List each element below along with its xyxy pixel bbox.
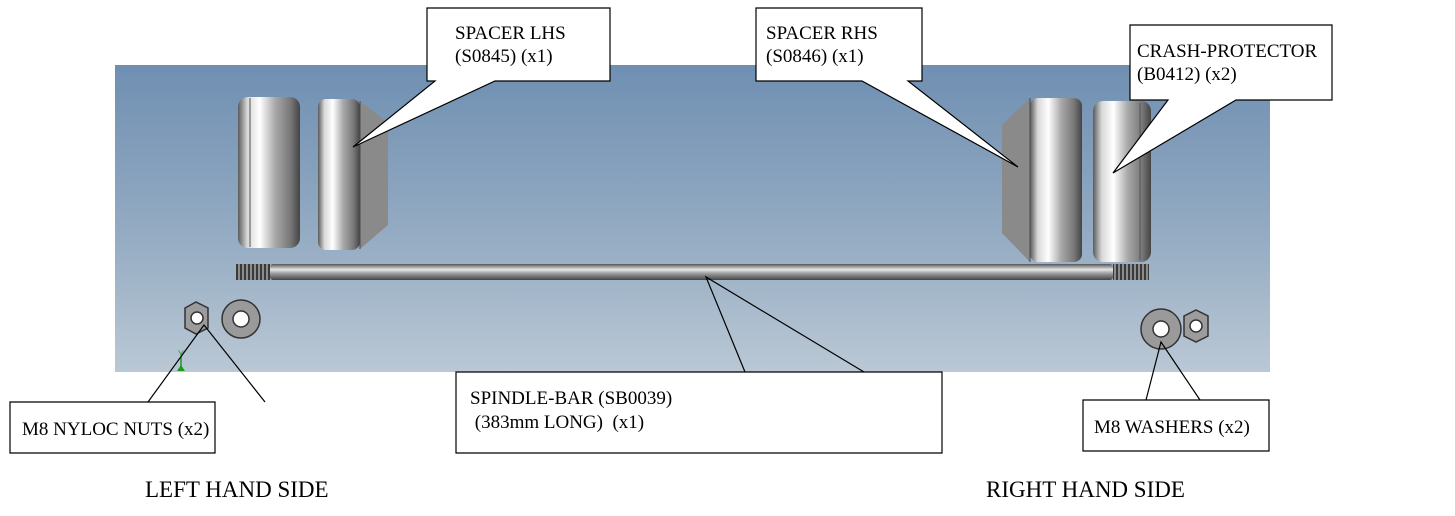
callout-spacer-lhs-line2: (S0845) (x1) bbox=[455, 46, 553, 67]
axis-y-label: Y bbox=[178, 349, 184, 359]
axis-indicator: Y bbox=[177, 349, 185, 371]
callout-spindle-bar-box bbox=[455, 371, 943, 454]
callout-spacer-rhs-box bbox=[755, 7, 1019, 168]
spacer-rhs bbox=[1002, 98, 1082, 262]
callout-nyloc-nuts-box bbox=[9, 401, 216, 454]
callout-nyloc-nuts-text: M8 NYLOC NUTS (x2) bbox=[22, 419, 210, 440]
right-hand-side-label: RIGHT HAND SIDE bbox=[986, 477, 1185, 502]
callout-crash-protector-box bbox=[1112, 24, 1333, 174]
callout-crash-protector-line2: (B0412) (x2) bbox=[1137, 64, 1237, 85]
right-washer bbox=[1140, 308, 1182, 350]
pointer-spindle-bar bbox=[704, 275, 865, 373]
callout-spacer-lhs-box bbox=[352, 7, 611, 148]
left-washer bbox=[221, 299, 261, 339]
callout-washers-box bbox=[1082, 399, 1270, 452]
spacer-lhs bbox=[318, 99, 388, 250]
callout-spacer-rhs-line1: SPACER RHS bbox=[766, 23, 878, 44]
left-spacer-outer bbox=[238, 97, 300, 248]
crash-protector-right bbox=[1093, 101, 1151, 262]
callout-spacer-lhs-line1: SPACER LHS bbox=[455, 23, 566, 44]
left-nyloc-nut bbox=[184, 301, 209, 335]
pointer-nyloc-nuts bbox=[147, 324, 266, 403]
spindle-bar bbox=[236, 264, 1149, 280]
pointer-washers bbox=[1145, 340, 1201, 401]
callout-spacer-rhs-line2: (S0846) (x1) bbox=[766, 46, 864, 67]
callout-spindle-bar-line2: (383mm LONG) (x1) bbox=[470, 412, 645, 433]
right-nyloc-nut bbox=[1183, 309, 1209, 343]
callout-crash-protector-line1: CRASH-PROTECTOR bbox=[1137, 41, 1318, 62]
callout-washers-text: M8 WASHERS (x2) bbox=[1094, 417, 1250, 438]
left-hand-side-label: LEFT HAND SIDE bbox=[145, 477, 329, 502]
callout-spindle-bar-line1: SPINDLE-BAR (SB0039) bbox=[470, 388, 673, 409]
